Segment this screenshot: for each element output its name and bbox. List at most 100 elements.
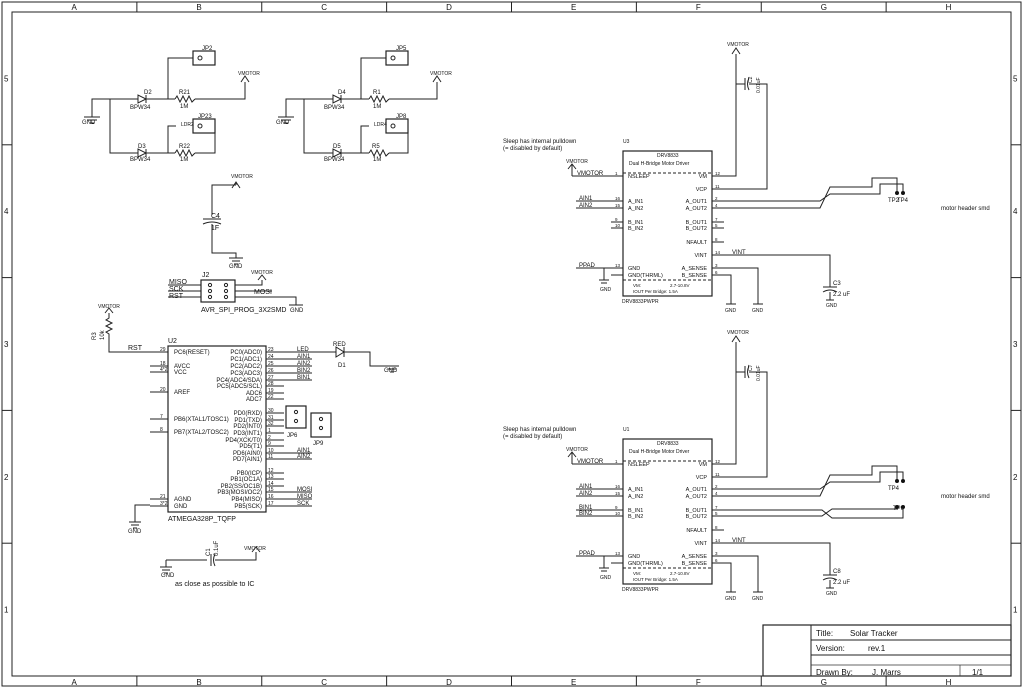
driver-left-pin-label: GND [628, 266, 640, 272]
driver-right-pin-label: B_SENSE [682, 273, 708, 279]
driver-right-pin-num: 4 [715, 203, 718, 208]
driver-cap-bot-value: 2.2 uF [833, 580, 850, 586]
isp-gnd: GND [290, 308, 304, 314]
column-label-top: D [446, 3, 452, 12]
mcu-left-pin-label: AREF [174, 390, 190, 396]
column-label-top: G [821, 3, 827, 12]
mcu-left-pin-label: PB6(XTAL1/TOSC1) [174, 417, 229, 423]
row-label-right: 4 [1013, 207, 1018, 216]
driver-left-pin-num: 15 [615, 491, 621, 496]
driver-right-pin-num: 14 [715, 250, 721, 255]
mcu-left-pin-num: 8 [160, 427, 163, 433]
row-label-left: 2 [4, 473, 9, 482]
j2-part: AVR_SPI_PROG_3X2SMD [201, 307, 286, 314]
sensor-group-left: JP2 JP23 LDR2 D2 BPW34 R21 1M D3 BPW34 R… [82, 46, 260, 163]
d4-label: D4 [338, 90, 346, 96]
mcu-right-pin-num: 14 [268, 481, 274, 487]
driver-left-pin-num: 13 [615, 551, 621, 556]
driver-left-pin-label: A_IN1 [628, 199, 643, 205]
driver-vint-net: VINT [732, 250, 746, 256]
mcu-right-pin-label: ADC7 [246, 397, 263, 403]
driver-ref: U1 [623, 427, 630, 433]
driver-right-pin-num: 12 [715, 459, 721, 464]
driver-left-pin-label: NSLEEP [628, 174, 650, 180]
driver-right-pin-label: VM [699, 174, 708, 180]
driver-desc: Dual H-Bridge Motor Driver [629, 449, 690, 455]
driver-cap-top-value: 0.01uF [756, 365, 762, 381]
mcu-left-pin-num: 21 [160, 494, 166, 500]
driver-right-pin-num: 5 [715, 511, 718, 516]
row-label-right: 1 [1013, 606, 1018, 615]
driver-right-pin-num: 3 [715, 551, 718, 556]
mcu-left-pin-label: PB7(XTAL2/TOSC2) [174, 430, 229, 436]
driver-input-net: BIN2 [579, 511, 593, 517]
resistor-r3-icon [104, 307, 150, 353]
driver-input-net: AIN1 [579, 484, 593, 490]
mcu-right-pin-label: PD5(T1) [239, 444, 262, 450]
driver-cap-top-value: 0.01uF [756, 77, 762, 93]
r1-label: R1 [373, 90, 381, 96]
resistor-r1-icon [368, 94, 390, 104]
sheet-number: 1/1 [972, 668, 984, 677]
d2-label: D2 [144, 90, 152, 96]
mcu-right-pin-label: PB2(SS/OC1B) [221, 484, 262, 490]
mcu-left-pin-num: 29 [160, 347, 166, 353]
mcu-part: ATMEGA328P_TQFP [168, 516, 236, 523]
photodiode-d5-icon [332, 148, 343, 158]
mcu-left-pin-num: 4*2 [160, 367, 168, 373]
driver-left-pin-label: B_IN2 [628, 226, 643, 232]
mcu-right-pin-num: 1 [268, 428, 271, 434]
jp2-label: JP2 [202, 46, 213, 52]
driver-left-pin-label: GND [628, 554, 640, 560]
driver-package: DRV8833PWPR [622, 587, 659, 593]
jumper-jp6 [285, 405, 307, 429]
d4-part: BPW34 [324, 105, 345, 111]
gnd-right-label: GND [276, 120, 290, 126]
column-label-bottom: A [71, 678, 77, 687]
column-label-bottom: E [571, 678, 576, 687]
r3-vmotor: VMOTOR [98, 304, 120, 310]
r5-label: R5 [372, 144, 380, 150]
drawn-by-value: J. Marrs [872, 668, 901, 677]
vmotor-right-label: VMOTOR [430, 71, 452, 77]
version-value: rev.1 [868, 644, 886, 653]
r3-label: R3 [92, 332, 98, 340]
mcu-right-pin-num: 22 [268, 394, 274, 400]
photodiode-d4-icon [332, 94, 343, 104]
column-label-bottom: D [446, 678, 452, 687]
mcu-right-pin-num: 23 [268, 347, 274, 353]
driver-right-pin-num: 6 [715, 558, 718, 563]
jumper-jp23 [192, 118, 216, 134]
driver-left-pin-num: 13 [615, 263, 621, 268]
row-label-left: 3 [4, 340, 9, 349]
jumper-jp8 [385, 118, 409, 134]
mcu-right-pin-num: 28 [268, 381, 274, 387]
led-color: RED [333, 342, 346, 348]
driver-sense-gnd: GND [725, 308, 737, 314]
driver-left-pin-num: 10 [615, 511, 621, 516]
driver-right-pin-label: VINT [694, 253, 707, 259]
vmotor-arrow-right-icon [432, 75, 442, 83]
gnd-left-icon [84, 98, 110, 124]
mcu-right-pin-label: PD1(TXD) [234, 418, 262, 424]
mcu-left-pin-label: PC6(RESET) [174, 350, 210, 356]
driver-right-pin-label: A_OUT1 [686, 487, 707, 493]
column-label-top: B [196, 3, 201, 12]
driver-left-pin-num: 9 [615, 505, 618, 510]
driver-right-pin-label: VINT [694, 541, 707, 547]
driver-left-pin-label: B_IN2 [628, 514, 643, 520]
led-red-icon [284, 346, 394, 367]
title-block: Title: Solar Tracker Version: rev.1 Draw… [762, 624, 1012, 677]
driver-cap-gnd: GND [826, 591, 838, 597]
mcu-left-pin-num: 18 [160, 361, 166, 367]
jp9-label: JP9 [313, 441, 324, 447]
mcu-right-pin-num: 11 [268, 454, 273, 460]
isp-sck: SCK [169, 286, 184, 293]
resistor-r5-icon [368, 148, 390, 158]
vmotor-left-label: VMOTOR [238, 71, 260, 77]
mcu-right-pin-label: PD7(AIN1) [233, 457, 262, 463]
mcu-net-label: BIN2 [297, 368, 311, 374]
row-label-left: 1 [4, 606, 9, 615]
mcu-right-pin-label: PB4(MISO) [231, 497, 262, 503]
